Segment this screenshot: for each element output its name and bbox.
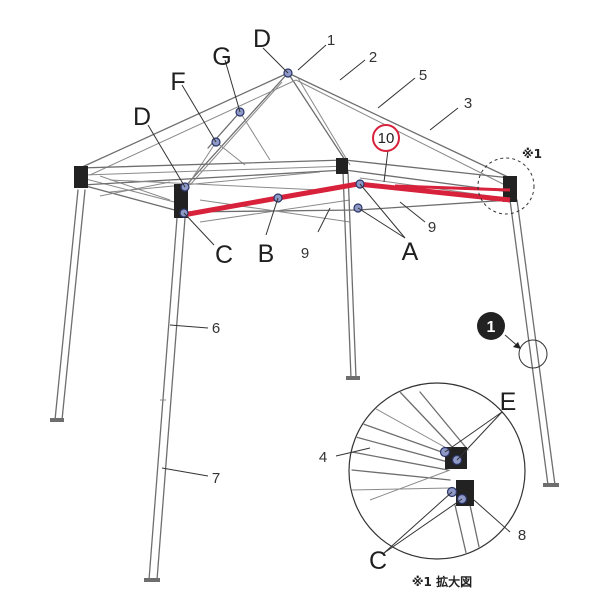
label-n4: 4 bbox=[319, 449, 327, 466]
roof-frame bbox=[79, 72, 511, 223]
label-B: B bbox=[258, 240, 275, 268]
label-C-inset: C bbox=[369, 547, 387, 575]
label-n6: 6 bbox=[212, 320, 220, 337]
label-D-left: D bbox=[133, 103, 151, 131]
label-n3: 3 bbox=[464, 95, 472, 112]
detail-location-circle bbox=[518, 339, 548, 369]
dashed-zoom-circle-icon bbox=[477, 157, 535, 215]
label-n2: 2 bbox=[369, 49, 377, 66]
zoom-inset-caption: ※1 拡大図 bbox=[412, 574, 472, 589]
label-C: C bbox=[215, 241, 233, 269]
label-G: G bbox=[212, 43, 231, 71]
label-E: E bbox=[500, 388, 517, 416]
label-n9-left: 9 bbox=[301, 245, 309, 262]
leader-lines bbox=[147, 44, 459, 477]
circled-number-icon bbox=[477, 312, 505, 340]
highlight-bar bbox=[182, 181, 511, 218]
zoom-reference-mark: ※1 bbox=[522, 147, 542, 161]
legs bbox=[50, 171, 559, 582]
part10-highlight-ring bbox=[372, 124, 400, 152]
label-n8: 8 bbox=[518, 527, 526, 544]
zoom-inset bbox=[335, 382, 526, 560]
label-n10: 10 bbox=[378, 130, 395, 147]
label-n7: 7 bbox=[212, 470, 220, 487]
label-A: A bbox=[402, 238, 419, 266]
label-D-top: D bbox=[253, 25, 271, 53]
label-n9-right: 9 bbox=[428, 219, 436, 236]
step-marker-label: 1 bbox=[487, 319, 496, 336]
label-n1: 1 bbox=[327, 32, 335, 49]
label-n5: 5 bbox=[419, 67, 427, 84]
label-F: F bbox=[170, 68, 185, 96]
step-marker-group: 1 bbox=[477, 312, 548, 369]
